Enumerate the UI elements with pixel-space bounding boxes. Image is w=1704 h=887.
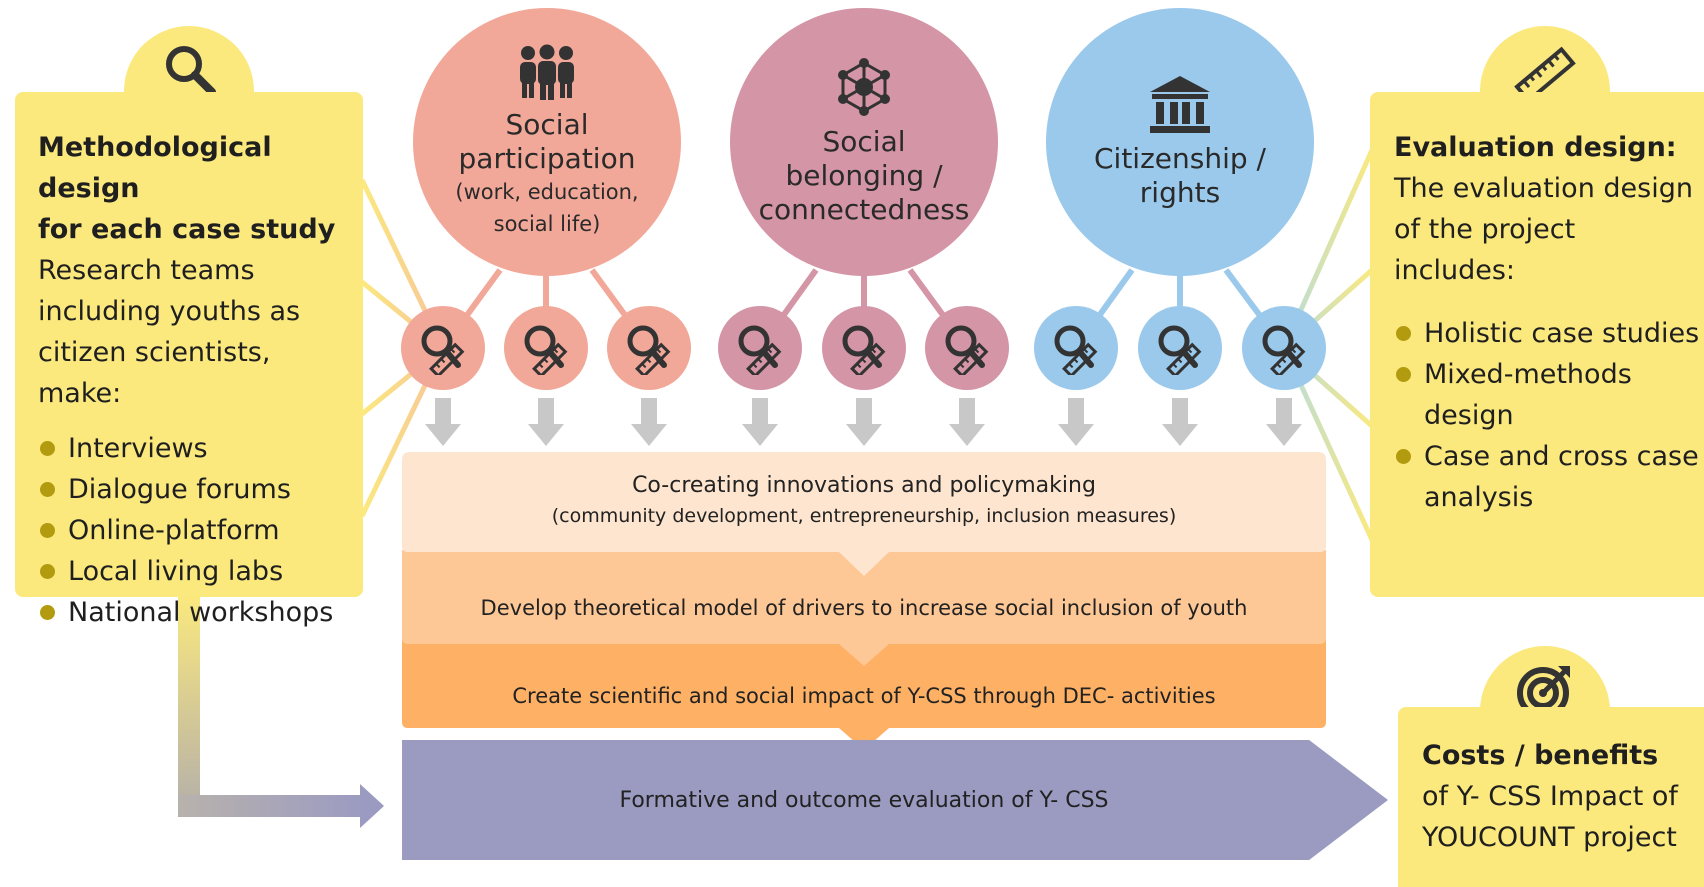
down-arrow-icon [1266,398,1302,446]
methodological-panel [15,92,363,597]
elbow-arrow-vertical [178,595,200,817]
circle-3-line-1: Citizenship / [1094,142,1266,175]
bullet-text: Holistic case studies [1424,318,1700,349]
case-study-node [1138,306,1222,390]
magnifier-ruler-icon [421,325,465,375]
circle-3-line-2: rights [1139,176,1221,209]
methodological-title-1: Methodological design [38,132,272,204]
down-arrow-icon [1162,398,1198,446]
methodological-body-2: including youths as [38,296,301,327]
bullet-text: Mixed-methods [1424,359,1632,390]
circle-1-sub-1: (work, education, [455,180,639,204]
down-arrow-icon [949,398,985,446]
bullet-item: Mixed-methods design [1394,354,1704,436]
costs-text: Costs / benefits of Y- CSS Impact of YOU… [1422,735,1704,858]
evaluation-body-2: of the project includes: [1394,214,1576,286]
costs-title: Costs / benefits [1422,740,1659,771]
band-develop: Develop theoretical model of drivers to … [402,588,1326,628]
circle-1-sub-2: social life) [493,212,601,236]
band-cocreate-title: Co-creating innovations and policymaking [632,473,1096,498]
circle-1-line-1: Social [505,108,589,141]
case-study-node [718,306,802,390]
band-impact-shape [402,638,1326,750]
evaluation-panel [1370,92,1704,597]
down-arrow-icon [631,398,667,446]
circle-social-belonging: Social belonging / connectedness [730,8,998,276]
costs-body-2: YOUCOUNT project [1422,822,1677,853]
elbow-arrow-head [360,784,384,828]
magnifier-ruler-icon [524,325,568,375]
case-study-node [607,306,691,390]
case-study-node [504,306,588,390]
people-icon [520,44,574,100]
band-impact: Create scientific and social impact of Y… [402,676,1326,716]
down-arrow-icon [742,398,778,446]
band-impact-text: Create scientific and social impact of Y… [512,684,1216,708]
costs-body-1: of Y- CSS Impact of [1422,781,1678,812]
case-study-node [401,306,485,390]
magnifier-ruler-icon [1054,325,1098,375]
magnifier-ruler-icon [1158,325,1202,375]
circle-social-participation: Social participation (work, education, s… [413,8,681,276]
costs-panel [1398,707,1704,887]
case-study-node [1034,306,1118,390]
down-arrow-icon [846,398,882,446]
circle-2-line-1: Social [822,125,906,158]
evaluation-body-1: The evaluation design [1394,173,1693,204]
band-evaluation: Formative and outcome evaluation of Y- C… [402,740,1388,860]
institution-icon [1150,76,1210,133]
circle-2-line-3: connectedness [758,193,970,226]
band-cocreate-subtitle: (community development, entrepreneurship… [551,505,1177,527]
magnifier-ruler-icon [1262,325,1306,375]
bullet-item: Online-platform [38,510,358,551]
band-develop-text: Develop theoretical model of drivers to … [480,596,1248,620]
magnifier-ruler-icon [842,325,886,375]
bullet-text-cont: design [1424,400,1514,431]
bullet-item: Interviews [38,428,358,469]
band-evaluation-text: Formative and outcome evaluation of Y- C… [619,787,1109,813]
circle-2-line-2: belonging / [785,159,943,192]
bullet-item: Local living labs [38,551,358,592]
bands-background [402,452,1326,750]
bullet-item: National workshops [38,592,358,633]
bullet-item: Holistic case studies [1394,313,1704,354]
evaluation-title: Evaluation design: [1394,132,1677,163]
case-study-node [1242,306,1326,390]
methodological-bullets: Interviews Dialogue forums Online-platfo… [38,428,358,633]
evaluation-text: Evaluation design: The evaluation design… [1394,127,1704,518]
down-arrow-icon [425,398,461,446]
magnifier-ruler-icon [627,325,671,375]
bullet-item: Case and cross case analysis [1394,436,1704,518]
methodological-text: Methodological design for each case stud… [38,127,358,633]
band-cocreate-shape [402,452,1326,576]
network-icon [838,58,890,116]
bullet-text: Case and cross case [1424,441,1699,472]
magnifier-ruler-icon [945,325,989,375]
down-arrow-icon [528,398,564,446]
bullet-text-cont: analysis [1424,482,1534,513]
methodological-body-3: citizen scientists, make: [38,337,271,409]
elbow-arrow-horizontal [178,795,364,817]
case-study-node [822,306,906,390]
circle-1-line-2: participation [458,142,636,175]
evaluation-bullets: Holistic case studies Mixed-methods desig… [1394,313,1704,518]
magnifier-icon [166,46,216,96]
methodological-body-1: Research teams [38,255,255,286]
bullet-item: Dialogue forums [38,469,358,510]
circle-citizenship-rights: Citizenship / rights [1046,8,1314,276]
band-cocreate: Co-creating innovations and policymaking… [402,466,1326,536]
band-develop-shape [402,550,1326,666]
case-study-node [925,306,1009,390]
methodological-title-2: for each case study [38,214,336,245]
down-arrow-icon [1058,398,1094,446]
magnifier-ruler-icon [738,325,782,375]
